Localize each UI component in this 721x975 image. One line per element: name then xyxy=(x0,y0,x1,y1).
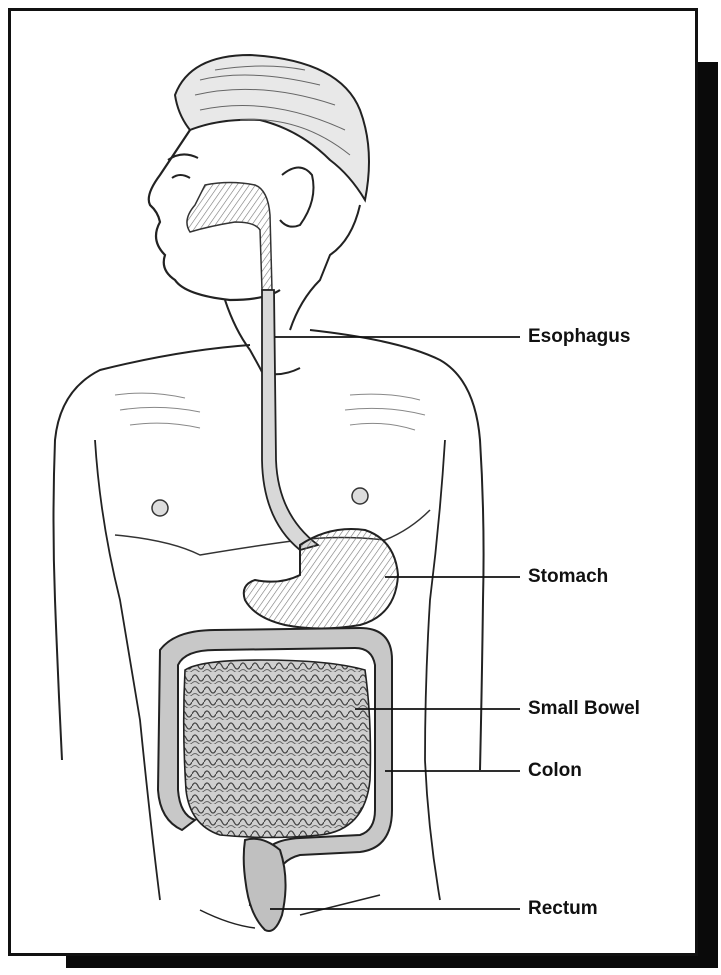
ear xyxy=(280,168,314,227)
label-stomach: Stomach xyxy=(528,566,608,588)
nasal-oral-cavity xyxy=(187,183,272,291)
left-nipple xyxy=(152,500,168,516)
label-small-bowel: Small Bowel xyxy=(528,698,640,720)
label-rectum: Rectum xyxy=(528,898,598,920)
small-bowel xyxy=(184,660,371,838)
right-nipple xyxy=(352,488,368,504)
label-esophagus: Esophagus xyxy=(528,326,630,348)
label-colon: Colon xyxy=(528,760,582,782)
rectum xyxy=(244,839,286,931)
